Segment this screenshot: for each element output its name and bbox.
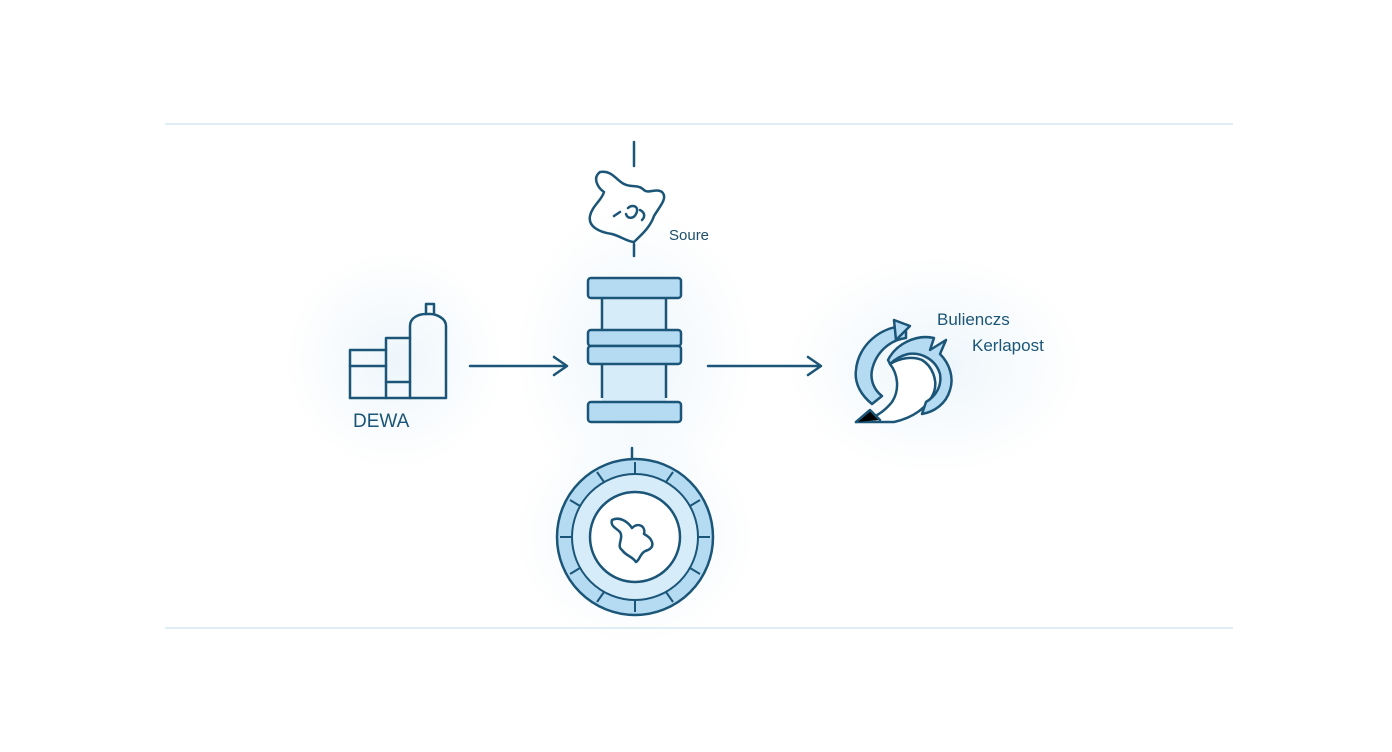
- factory-icon: [348, 302, 448, 400]
- output-label-line1: Bulienczs: [937, 310, 1010, 329]
- cycle-arrows-icon: [854, 318, 953, 424]
- gear-icon: [555, 457, 715, 617]
- edge-dewa-to-hub: [468, 355, 569, 377]
- dewa-label: DEWA: [353, 411, 410, 432]
- map-icon: [588, 170, 666, 244]
- output-label-line2: Kerlapost: [972, 336, 1044, 355]
- source-label: Soure: [669, 227, 710, 244]
- edge-hub-to-output: [706, 355, 823, 377]
- pipe-icon: [586, 276, 683, 424]
